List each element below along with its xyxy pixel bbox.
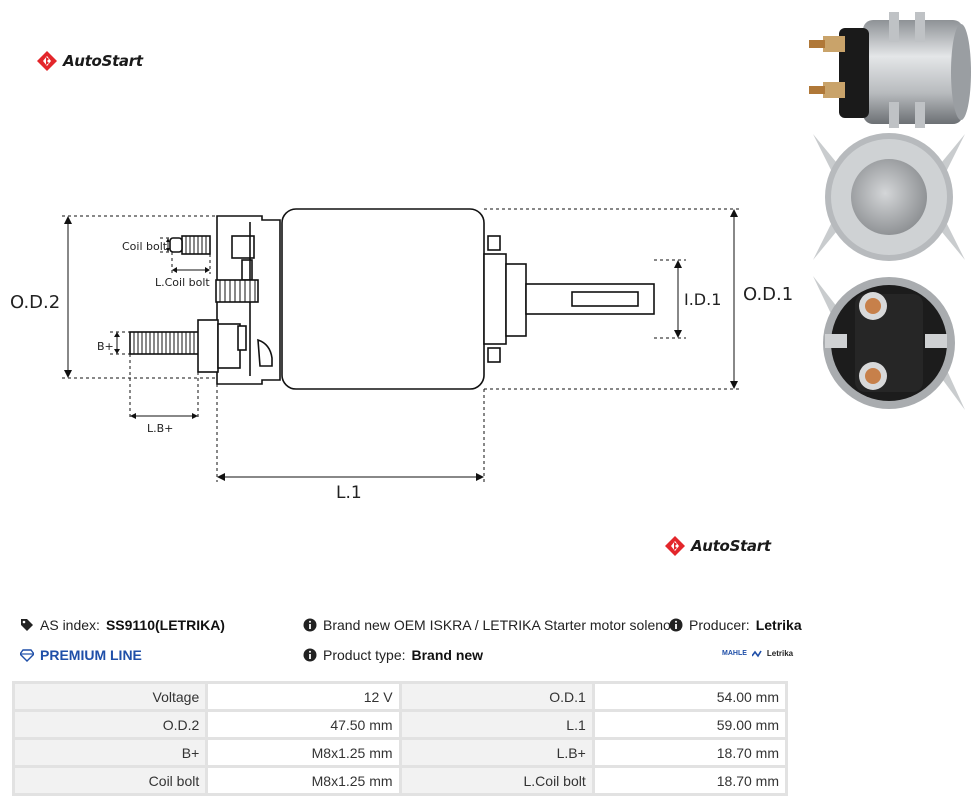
product-photo-rear: [813, 276, 965, 410]
spec-value: 18.70 mm: [591, 765, 789, 796]
product-type-label: Product type:: [323, 647, 406, 663]
autostart-logo-icon: [37, 51, 57, 71]
as-index-value: SS9110(LETRIKA): [105, 617, 225, 633]
l-coil-bolt-label: L.Coil bolt: [155, 276, 210, 289]
producer: Producer: Letrika: [669, 617, 802, 633]
spec-label: L.Coil bolt: [398, 765, 595, 796]
spec-value: 18.70 mm: [591, 737, 789, 768]
spec-label: B+: [11, 737, 209, 768]
autostart-logo-bottom: AutoStart: [664, 535, 771, 557]
spec-value: 12 V: [205, 681, 402, 712]
as-index: AS index: SS9110(LETRIKA): [20, 617, 225, 633]
od2-label: O.D.2: [10, 292, 60, 313]
brand-name: AutoStart: [63, 52, 143, 70]
spec-value: M8x1.25 mm: [205, 737, 402, 768]
product-description: Brand new OEM ISKRA / LETRIKA Starter mo…: [303, 617, 682, 633]
b-plus-label: B+: [97, 340, 114, 353]
producer-value: Letrika: [755, 617, 802, 633]
l1-label: L.1: [336, 483, 362, 503]
spec-label: Voltage: [11, 681, 209, 712]
letrika-wave-icon: [751, 650, 762, 657]
spec-label: L.B+: [398, 737, 595, 768]
premium-line-badge: PREMIUM LINE: [20, 647, 142, 663]
brand-name: AutoStart: [691, 537, 771, 555]
autostart-logo-icon: [665, 536, 685, 556]
spec-label: L.1: [398, 709, 595, 740]
spec-value: M8x1.25 mm: [205, 765, 402, 796]
as-index-label: AS index:: [40, 617, 100, 633]
mahle-logo: MAHLE: [722, 650, 747, 657]
brand-logos: MAHLE Letrika: [722, 649, 793, 658]
spec-label: O.D.1: [398, 681, 595, 712]
spec-label: Coil bolt: [11, 765, 209, 796]
product-type-value: Brand new: [411, 647, 484, 663]
solenoid-body: [281, 208, 485, 390]
spec-label: O.D.2: [11, 709, 209, 740]
product-photo-front: [813, 133, 965, 261]
spec-value: 59.00 mm: [591, 709, 789, 740]
producer-label: Producer:: [689, 617, 750, 633]
lb-plus-label: L.B+: [147, 422, 173, 435]
autostart-logo: AutoStart: [36, 50, 143, 72]
description-text: Brand new OEM ISKRA / LETRIKA Starter mo…: [323, 617, 682, 633]
spec-value: 54.00 mm: [591, 681, 789, 712]
id1-label: I.D.1: [684, 290, 721, 309]
tags-icon: [21, 619, 33, 631]
product-type: Product type: Brand new: [303, 647, 483, 663]
coil-bolt-label: Coil bolt: [122, 240, 168, 253]
premium-line-label: PREMIUM LINE: [40, 647, 142, 663]
info-icon: [669, 618, 683, 632]
info-icon: [303, 648, 317, 662]
spec-value: 47.50 mm: [205, 709, 402, 740]
product-photo-side: [809, 12, 971, 128]
diamond-icon: [20, 649, 34, 662]
info-icon: [303, 618, 317, 632]
letrika-logo: Letrika: [766, 649, 794, 658]
od1-label: O.D.1: [743, 284, 793, 305]
solenoid-technical-drawing: Coil bolt L.Coil bolt B+ L.B+ O.D.2 O.D.…: [10, 208, 793, 503]
